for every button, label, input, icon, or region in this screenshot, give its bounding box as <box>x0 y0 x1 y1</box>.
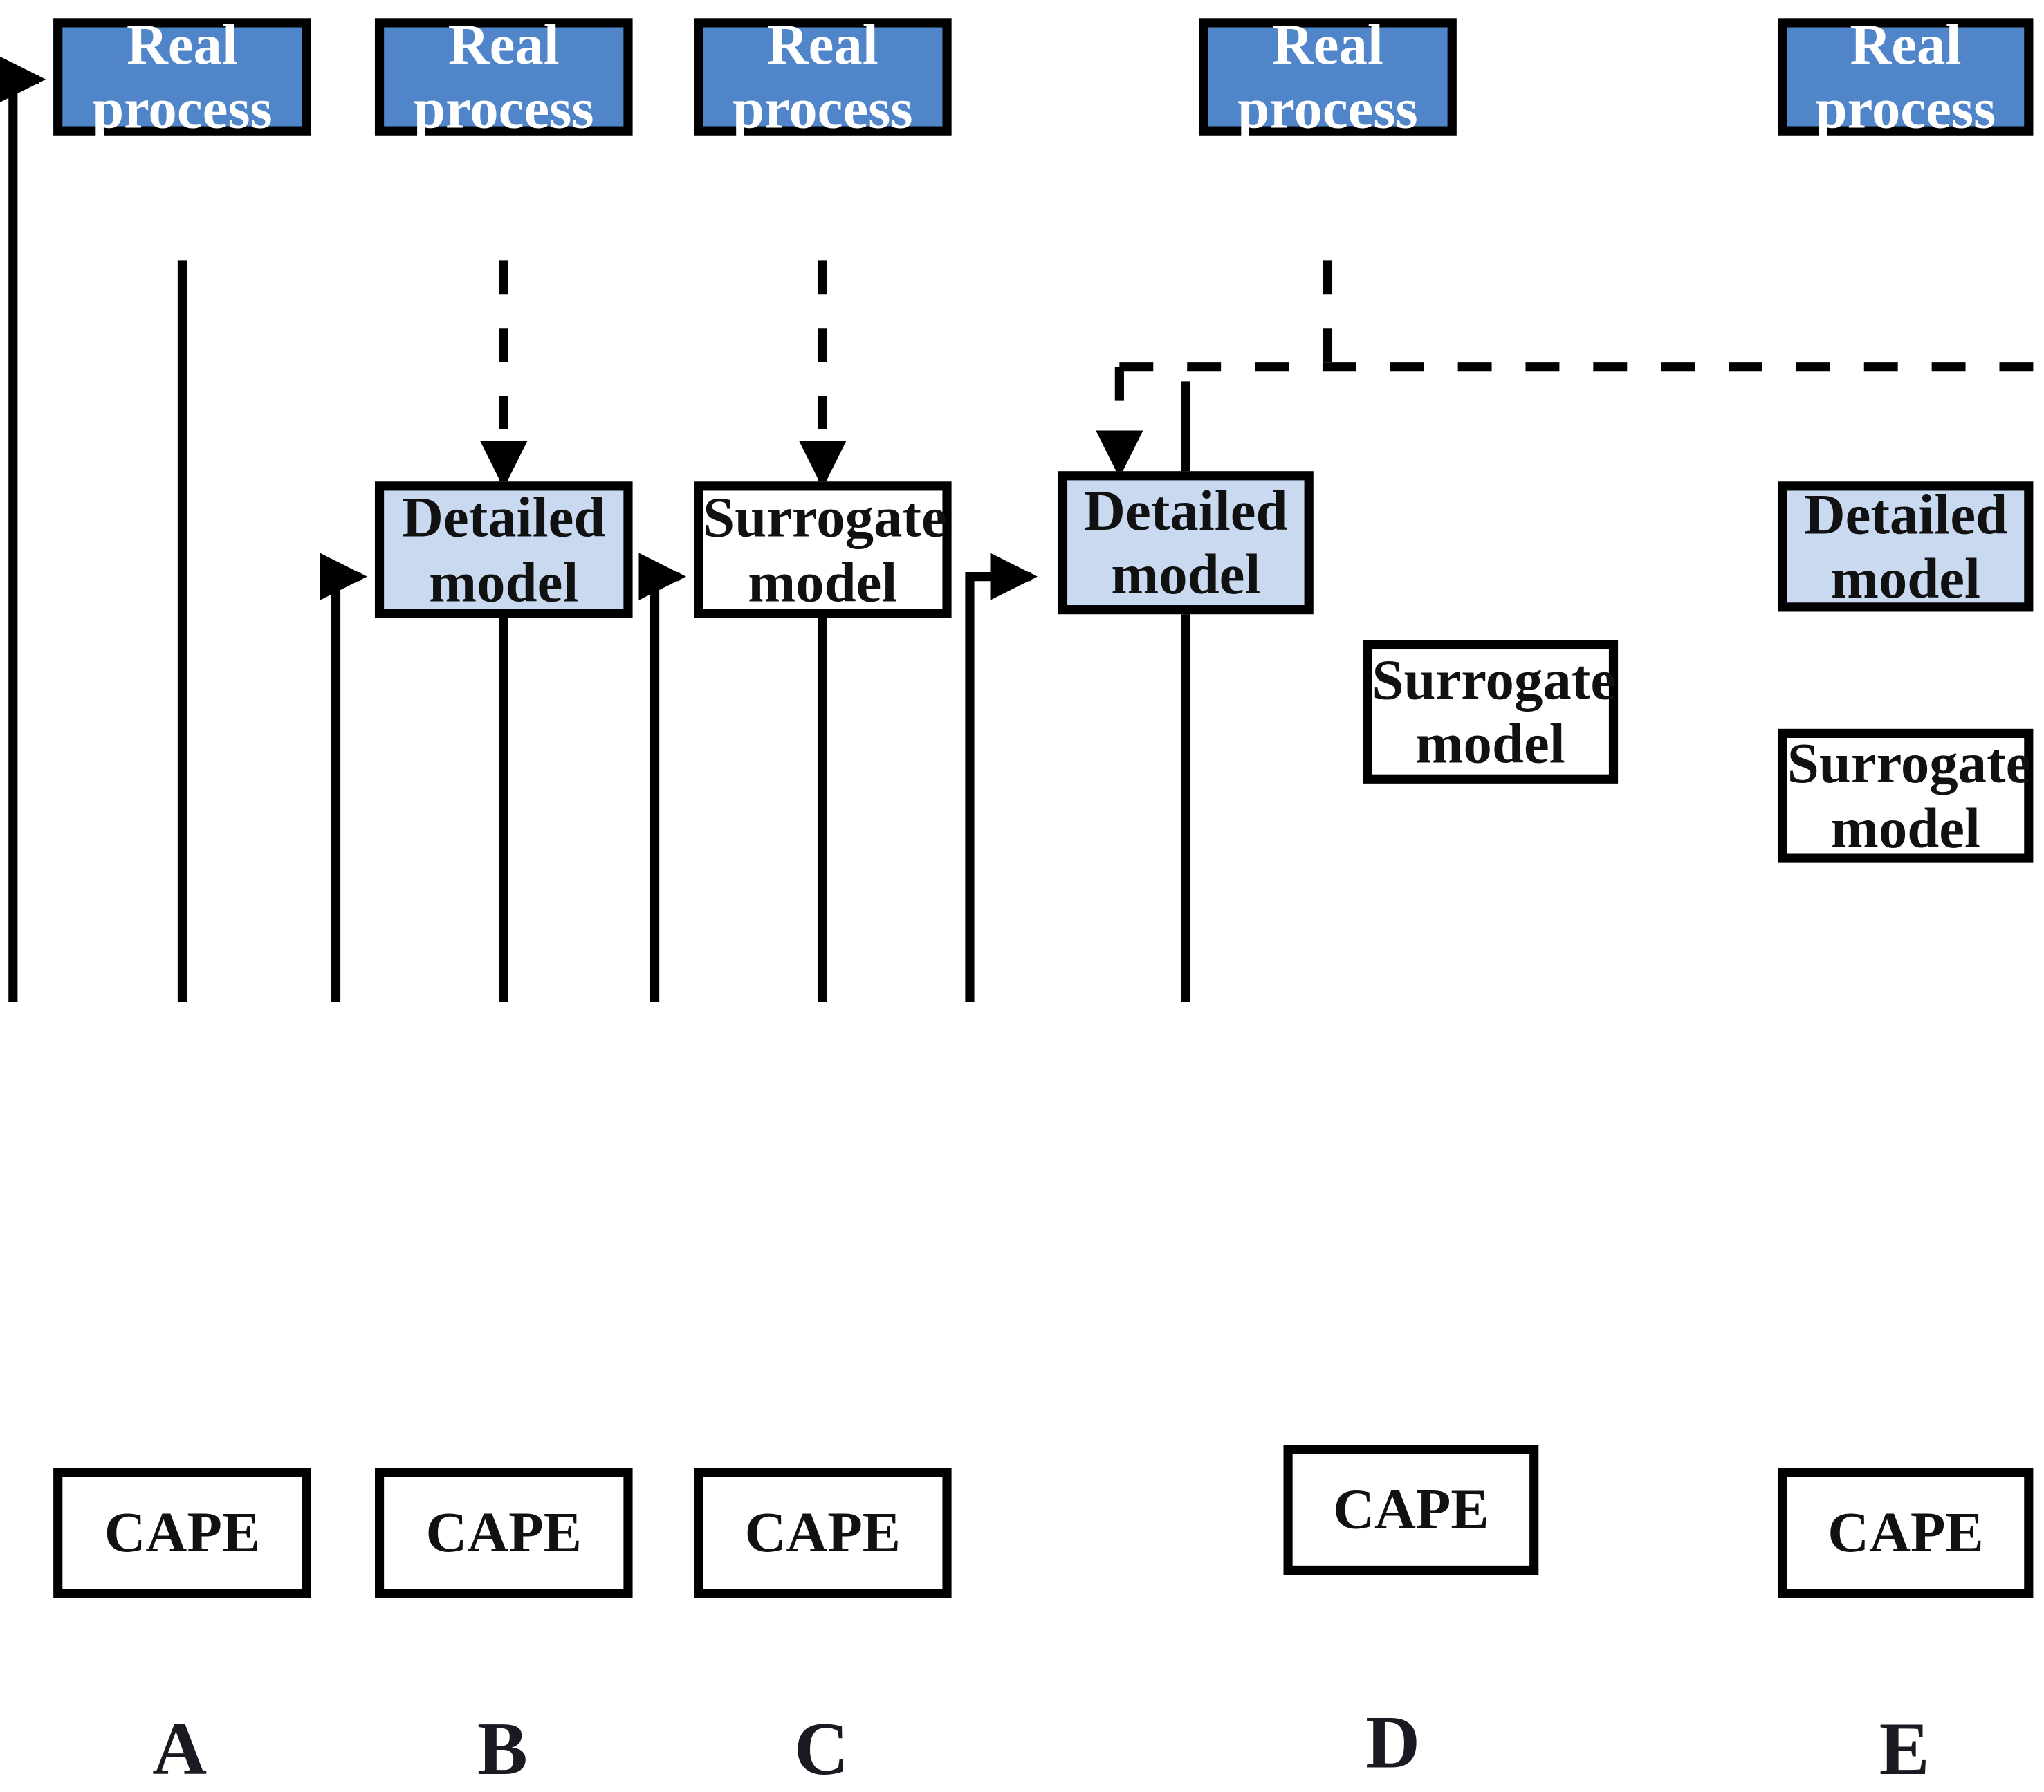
column-letter-d: D <box>1365 1699 1420 1784</box>
column-letter-b: B <box>477 1706 528 1791</box>
column-d-cape-label: CAPE <box>1333 1477 1489 1542</box>
column-d-detailed-model-node[interactable]: Detailed model <box>1058 471 1314 615</box>
column-d-cape-node[interactable]: CAPE <box>1283 1444 1539 1575</box>
column-c-cape-label: CAPE <box>744 1501 901 1565</box>
column-e-surrogate-model-label: Surrogate model <box>1787 732 2032 860</box>
column-letter-a: A <box>152 1706 208 1791</box>
column-b-real-process-label: Real process <box>413 12 594 141</box>
flowchart-canvas: Real process CAPE A Real process Detaile… <box>0 12 2044 1791</box>
edge-a-cape-feedback <box>0 55 46 1002</box>
column-e-cape-label: CAPE <box>1827 1501 1984 1565</box>
edge-d-cape-feedback <box>965 553 1038 1002</box>
column-e-surrogate-model-node[interactable]: Surrogate model <box>1778 728 2034 863</box>
column-b-cape-label: CAPE <box>425 1501 582 1565</box>
column-a-cape-label: CAPE <box>104 1501 261 1565</box>
column-b-detailed-model-node[interactable]: Detailed model <box>374 481 633 618</box>
column-e-detailed-model-label: Detailed model <box>1803 482 2008 611</box>
column-e-real-process-label: Real process <box>1815 12 1996 141</box>
column-e-detailed-model-node[interactable]: Detailed model <box>1778 481 2034 612</box>
column-a-real-process-node[interactable]: Real process <box>53 12 311 140</box>
column-d-real-process-label: Real process <box>1237 12 1418 141</box>
column-b-cape-node[interactable]: CAPE <box>374 1468 633 1598</box>
column-letter-c: C <box>793 1706 849 1791</box>
edge-c-cape-feedback <box>638 553 686 1002</box>
column-e-cape-node[interactable]: CAPE <box>1778 1468 2034 1598</box>
column-a-cape-node[interactable]: CAPE <box>53 1468 311 1598</box>
column-d-detailed-model-label: Detailed model <box>1084 479 1288 607</box>
column-d-surrogate-model-label: Surrogate model <box>1372 647 1617 776</box>
diagram-stage: Real process CAPE A Real process Detaile… <box>0 12 2044 1791</box>
column-c-real-process-label: Real process <box>732 12 913 141</box>
column-d-real-process-node[interactable]: Real process <box>1199 12 1457 140</box>
column-c-surrogate-model-label: Surrogate model <box>703 486 947 614</box>
column-c-real-process-node[interactable]: Real process <box>694 12 952 140</box>
column-letter-e: E <box>1879 1706 1930 1791</box>
edge-b-cape-feedback <box>320 553 367 1002</box>
column-e-real-process-node[interactable]: Real process <box>1778 12 2034 140</box>
column-c-cape-node[interactable]: CAPE <box>694 1468 952 1598</box>
column-a-real-process-label: Real process <box>92 12 273 141</box>
column-b-detailed-model-label: Detailed model <box>402 486 606 614</box>
column-b-real-process-node[interactable]: Real process <box>374 12 633 140</box>
connector-layer <box>0 55 2044 1002</box>
column-d-surrogate-model-node[interactable]: Surrogate model <box>1363 640 1619 784</box>
column-c-surrogate-model-node[interactable]: Surrogate model <box>694 481 952 618</box>
